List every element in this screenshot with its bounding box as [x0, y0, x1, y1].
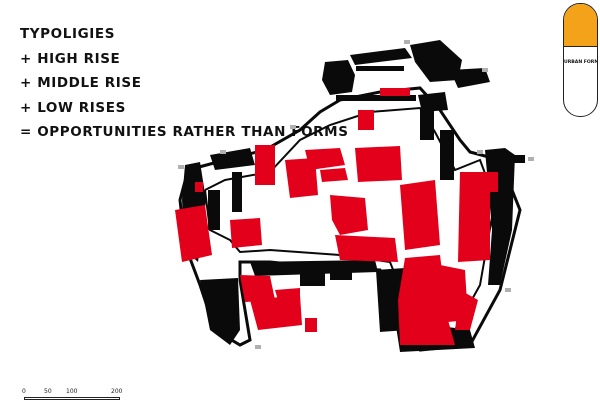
- west-tower: [208, 190, 220, 230]
- access-marker: [482, 68, 488, 72]
- red-south-west-b: [250, 295, 302, 330]
- scale-tick-200: 200: [111, 388, 123, 395]
- red-south-east-c: [455, 290, 478, 330]
- access-marker: [404, 40, 410, 44]
- red-cluster-b: [285, 158, 318, 198]
- red-north-block: [358, 110, 374, 130]
- red-west-large: [175, 205, 212, 262]
- north-west-block: [210, 148, 255, 170]
- red-west-mid: [230, 218, 262, 248]
- red-west-small: [195, 182, 203, 192]
- east-street-block-c: [500, 155, 525, 163]
- red-cluster-c: [320, 168, 348, 182]
- north-east-wing: [450, 68, 490, 88]
- access-marker: [505, 288, 511, 292]
- legend-item-high-rise: + HIGH RISE: [20, 50, 121, 67]
- scale-bar: 0 50 100 200: [22, 388, 124, 402]
- red-south-west-a: [240, 275, 275, 302]
- access-marker: [477, 150, 483, 154]
- red-central-large: [355, 146, 402, 182]
- access-marker: [178, 165, 184, 169]
- red-south-east-large: [398, 255, 455, 345]
- access-marker: [290, 125, 296, 129]
- access-marker: [220, 150, 226, 154]
- scale-tick-100: 100: [66, 388, 78, 395]
- north-strip: [356, 66, 404, 71]
- badge-label: URBAN FORM: [564, 60, 598, 65]
- red-central-mid: [330, 195, 368, 235]
- legend-item-opportunities: = OPPORTUNITIES RATHER THAN FORMS: [20, 124, 349, 140]
- red-east-block: [400, 180, 440, 250]
- east-street-block-a: [420, 110, 434, 140]
- north-block-cluster: [322, 60, 355, 95]
- badge-accent-fill: [564, 4, 597, 47]
- red-south-west-d: [305, 318, 317, 332]
- access-marker: [255, 345, 261, 349]
- east-street-block-b: [440, 130, 454, 180]
- red-east-small: [483, 172, 498, 192]
- north-block-row: [350, 48, 412, 65]
- red-west-strip: [255, 145, 275, 185]
- central-block-a: [300, 272, 325, 286]
- access-markers: [178, 40, 534, 349]
- north-west-strip: [232, 172, 242, 212]
- scale-tick-50: 50: [44, 388, 52, 395]
- scale-tick-0: 0: [22, 388, 26, 395]
- urban-form-badge[interactable]: URBAN FORM: [563, 3, 598, 117]
- red-buildings: [175, 88, 498, 345]
- red-north-row: [380, 88, 410, 96]
- north-wing-strip: [336, 95, 416, 101]
- legend-item-middle-rise: + MIDDLE RISE: [20, 75, 142, 91]
- red-central-south: [335, 235, 398, 262]
- legend-item-low-rises: + LOW RISES: [20, 99, 126, 116]
- north-east-block: [410, 40, 462, 82]
- red-east-tall: [458, 172, 490, 262]
- red-south-west-c: [275, 288, 300, 300]
- access-marker: [528, 157, 534, 161]
- south-west-black-block: [200, 278, 240, 345]
- legend-title: TYPOLIGIES: [20, 26, 116, 42]
- central-block-b: [330, 270, 352, 280]
- typologies-legend: TYPOLIGIES + HIGH RISE + MIDDLE RISE + L…: [20, 22, 349, 145]
- scale-bar-graphic: [24, 397, 120, 400]
